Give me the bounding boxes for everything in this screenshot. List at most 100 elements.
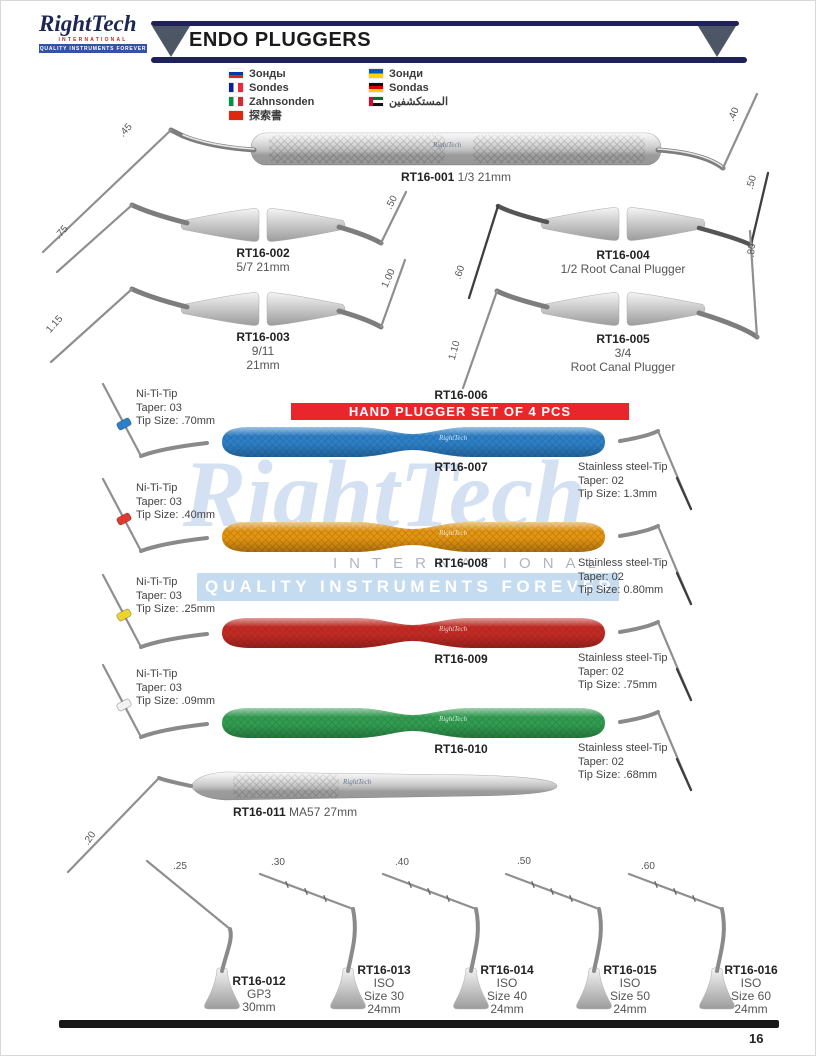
product-label-rt16-002: RT16-002 5/7 21mm: [183, 246, 343, 274]
brand-tagline: QUALITY INSTRUMENTS FOREVER: [39, 44, 147, 53]
legend-label: 探索書: [249, 110, 282, 122]
brand-name: RightTech: [39, 11, 137, 36]
product-code: RT16-004: [596, 248, 650, 262]
legend-label: Sondas: [389, 82, 429, 94]
product-desc: 24mm: [613, 1002, 647, 1016]
product-label-rt16-004: RT16-004 1/2 Root Canal Plugger: [523, 248, 723, 276]
product-desc: 3/4: [614, 346, 632, 360]
instrument-rt16-003: [49, 258, 407, 364]
product-desc: MA57 27mm: [289, 805, 358, 819]
instrument-rt16-005: [461, 229, 760, 390]
product-code: RT16-013: [357, 963, 411, 977]
product-label-rt16-009: RT16-009: [361, 652, 561, 666]
product-label-rt16-012: RT16-012 GP3 30mm: [214, 975, 304, 1014]
product-desc: 1/2 Root Canal Plugger: [560, 262, 686, 276]
product-desc: ISO: [373, 976, 395, 990]
legend-label: Зонди: [389, 68, 423, 80]
product-code: RT16-011: [233, 805, 286, 819]
product-desc: 1/3 21mm: [457, 170, 512, 184]
product-desc: Root Canal Plugger: [570, 360, 676, 374]
legend-item: Zahnsonden: [229, 97, 314, 108]
product-label-rt16-010: RT16-010: [361, 742, 561, 756]
language-legend-col2: Зонди Sondas المستكشفين: [369, 69, 448, 111]
instrument-rt16-007: [101, 382, 693, 511]
legend-label: Zahnsonden: [249, 96, 315, 108]
product-desc: 21mm: [246, 358, 280, 372]
product-desc: 5/7 21mm: [236, 260, 290, 274]
page-number: 16: [749, 1031, 764, 1046]
italy-flag-icon: [229, 97, 243, 106]
watermark-band: QUALITY INSTRUMENTS FOREVER: [197, 573, 619, 601]
product-label-rt16-005: RT16-005 3/4 Root Canal Plugger: [523, 332, 723, 374]
tip-size-label: .40: [395, 857, 409, 868]
instrument-rt16-012: [145, 859, 240, 1010]
tip-size-label: .80: [745, 243, 759, 258]
tip-size-label: .60: [641, 861, 655, 872]
product-label-rt16-007: RT16-007: [361, 460, 561, 474]
instrument-rt16-001: [41, 92, 759, 254]
brand-logo: RightTech INTERNATIONAL QUALITY INSTRUME…: [39, 11, 147, 53]
product-code: RT16-009: [434, 652, 488, 666]
niti-spec-rt16-008: Ni-Ti-Tip Taper: 03 Tip Size: .40mm: [136, 482, 216, 521]
product-desc: 24mm: [490, 1002, 524, 1016]
product-code: RT16-002: [236, 246, 290, 260]
product-label-rt16-013: RT16-013 ISO Size 30 24mm: [339, 964, 429, 1016]
handle-engraving: RightTech: [439, 715, 468, 723]
product-desc: ISO: [496, 976, 518, 990]
legend-item: Sondes: [229, 83, 314, 94]
product-code: RT16-016: [724, 963, 778, 977]
product-code: RT16-007: [434, 460, 488, 474]
product-code: RT16-010: [434, 742, 488, 756]
tip-size-label: .30: [271, 857, 285, 868]
header-triangle-left-icon: [152, 26, 190, 57]
page-title: ENDO PLUGGERS: [189, 29, 372, 51]
product-label-rt16-015: RT16-015 ISO Size 50 24mm: [585, 964, 675, 1016]
legend-item: 探索書: [229, 111, 314, 122]
instrument-rt16-008: [101, 477, 693, 606]
handle-engraving: RightTech: [343, 778, 372, 786]
instrument-rt16-009: [101, 573, 693, 702]
handle-engraving: RightTech: [439, 529, 468, 537]
legend-item: Зонди: [369, 69, 448, 80]
product-desc: GP3: [246, 987, 271, 1001]
product-desc: ISO: [740, 976, 762, 990]
russia-flag-icon: [229, 69, 243, 78]
product-code: RT16-001: [400, 170, 455, 184]
legend-item: Sondas: [369, 83, 448, 94]
product-desc: 24mm: [367, 1002, 401, 1016]
product-label-rt16-001: RT16-001 1/3 21mm: [356, 170, 556, 184]
product-desc: Size 30: [363, 989, 405, 1003]
niti-spec-rt16-010: Ni-Ti-Tip Taper: 03 Tip Size: .09mm: [136, 668, 216, 707]
steel-spec-rt16-008: Stainless steel-Tip Taper: 02 Tip Size: …: [578, 557, 668, 596]
footer-rule: [59, 1020, 779, 1028]
handle-engraving: RightTech: [439, 434, 468, 442]
tip-size-label: .25: [173, 861, 187, 872]
tip-size-label: .50: [517, 856, 531, 867]
header-triangle-right-icon: [698, 26, 736, 57]
product-label-rt16-014: RT16-014 ISO Size 40 24mm: [462, 964, 552, 1016]
product-desc: 24mm: [734, 1002, 768, 1016]
steel-spec-rt16-009: Stainless steel-Tip Taper: 02 Tip Size: …: [578, 652, 668, 691]
product-label-rt16-006: RT16-006: [361, 388, 561, 402]
steel-spec-rt16-010: Stainless steel-Tip Taper: 02 Tip Size: …: [578, 742, 668, 781]
product-code: RT16-003: [236, 330, 290, 344]
instrument-rt16-011: [66, 771, 558, 874]
language-legend-col1: Зонды Sondes Zahnsonden 探索書: [229, 69, 314, 125]
product-code: RT16-008: [434, 556, 488, 570]
uae-flag-icon: [369, 97, 383, 106]
instrument-rt16-004: [467, 171, 770, 300]
product-code: RT16-014: [480, 963, 534, 977]
set-banner: HAND PLUGGER SET OF 4 PCS: [291, 403, 629, 420]
steel-spec-rt16-007: Stainless steel-Tip Taper: 02 Tip Size: …: [578, 461, 668, 500]
product-desc: Size 50: [609, 989, 651, 1003]
niti-spec-rt16-009: Ni-Ti-Tip Taper: 03 Tip Size: .25mm: [136, 576, 216, 615]
germany-flag-icon: [369, 83, 383, 92]
product-desc: Size 40: [486, 989, 528, 1003]
product-label-rt16-016: RT16-016 ISO Size 60 24mm: [706, 964, 796, 1016]
product-code: RT16-015: [603, 963, 657, 977]
handle-engraving: RightTech: [439, 625, 468, 633]
legend-item: المستكشفين: [369, 97, 448, 108]
china-flag-icon: [229, 111, 243, 120]
